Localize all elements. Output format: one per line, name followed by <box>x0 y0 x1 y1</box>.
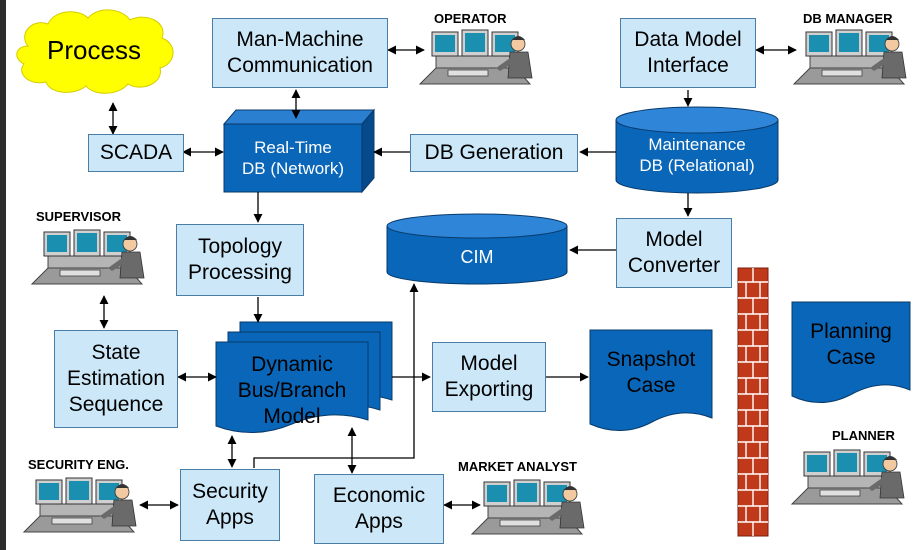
maintenance-db-label: Maintenance DB (Relational) <box>639 134 755 175</box>
realtime-db-cube <box>222 108 376 194</box>
operator-workstation-icon <box>419 29 533 85</box>
converter-box: Model Converter <box>616 218 732 288</box>
dbmanager-workstation-icon <box>793 29 907 85</box>
cim-label: CIM <box>460 246 494 267</box>
planning-case-doc <box>791 301 911 404</box>
security-apps-box: Security Apps <box>180 469 280 541</box>
process-label: Process <box>47 34 141 65</box>
dbmanager-label: DB MANAGER <box>803 11 893 26</box>
cim-cylinder <box>386 213 568 285</box>
snapshot-case-doc <box>589 329 713 432</box>
snapshot-case-label: Snapshot Case <box>606 347 696 397</box>
scada-box: SCADA <box>88 134 184 172</box>
operator-label: OPERATOR <box>434 11 507 26</box>
supervisor-label: SUPERVISOR <box>36 209 122 224</box>
dynamic-model-label: Dynamic Bus/Branch Model <box>237 352 347 429</box>
securityeng-workstation-icon <box>23 477 137 533</box>
firewall-wall <box>737 267 769 537</box>
maintenance-db-cylinder <box>615 106 779 194</box>
marketanalyst-workstation-icon <box>471 479 585 535</box>
dynamic-model-stack <box>215 321 393 434</box>
apps-cim-connector <box>253 283 419 468</box>
state-estimation-box: State Estimation Sequence <box>54 330 178 428</box>
planning-case-label: Planning Case <box>810 319 892 369</box>
planner-workstation-icon <box>791 449 905 505</box>
model-exporting-box: Model Exporting <box>432 342 546 412</box>
security-eng-label: SECURITY ENG. <box>28 457 129 472</box>
planner-label: PLANNER <box>832 428 895 443</box>
supervisor-workstation-icon <box>31 229 145 285</box>
process-cloud <box>16 9 174 94</box>
dmi-box: Data Model Interface <box>620 18 756 88</box>
topology-box: Topology Processing <box>176 224 304 296</box>
market-analyst-label: MARKET ANALYST <box>458 459 577 474</box>
mmc-box: Man-Machine Communication <box>212 18 388 88</box>
dbgen-box: DB Generation <box>410 134 578 172</box>
realtime-db-label: Real-Time DB (Network) <box>241 137 344 178</box>
economic-apps-box: Economic Apps <box>314 474 444 544</box>
